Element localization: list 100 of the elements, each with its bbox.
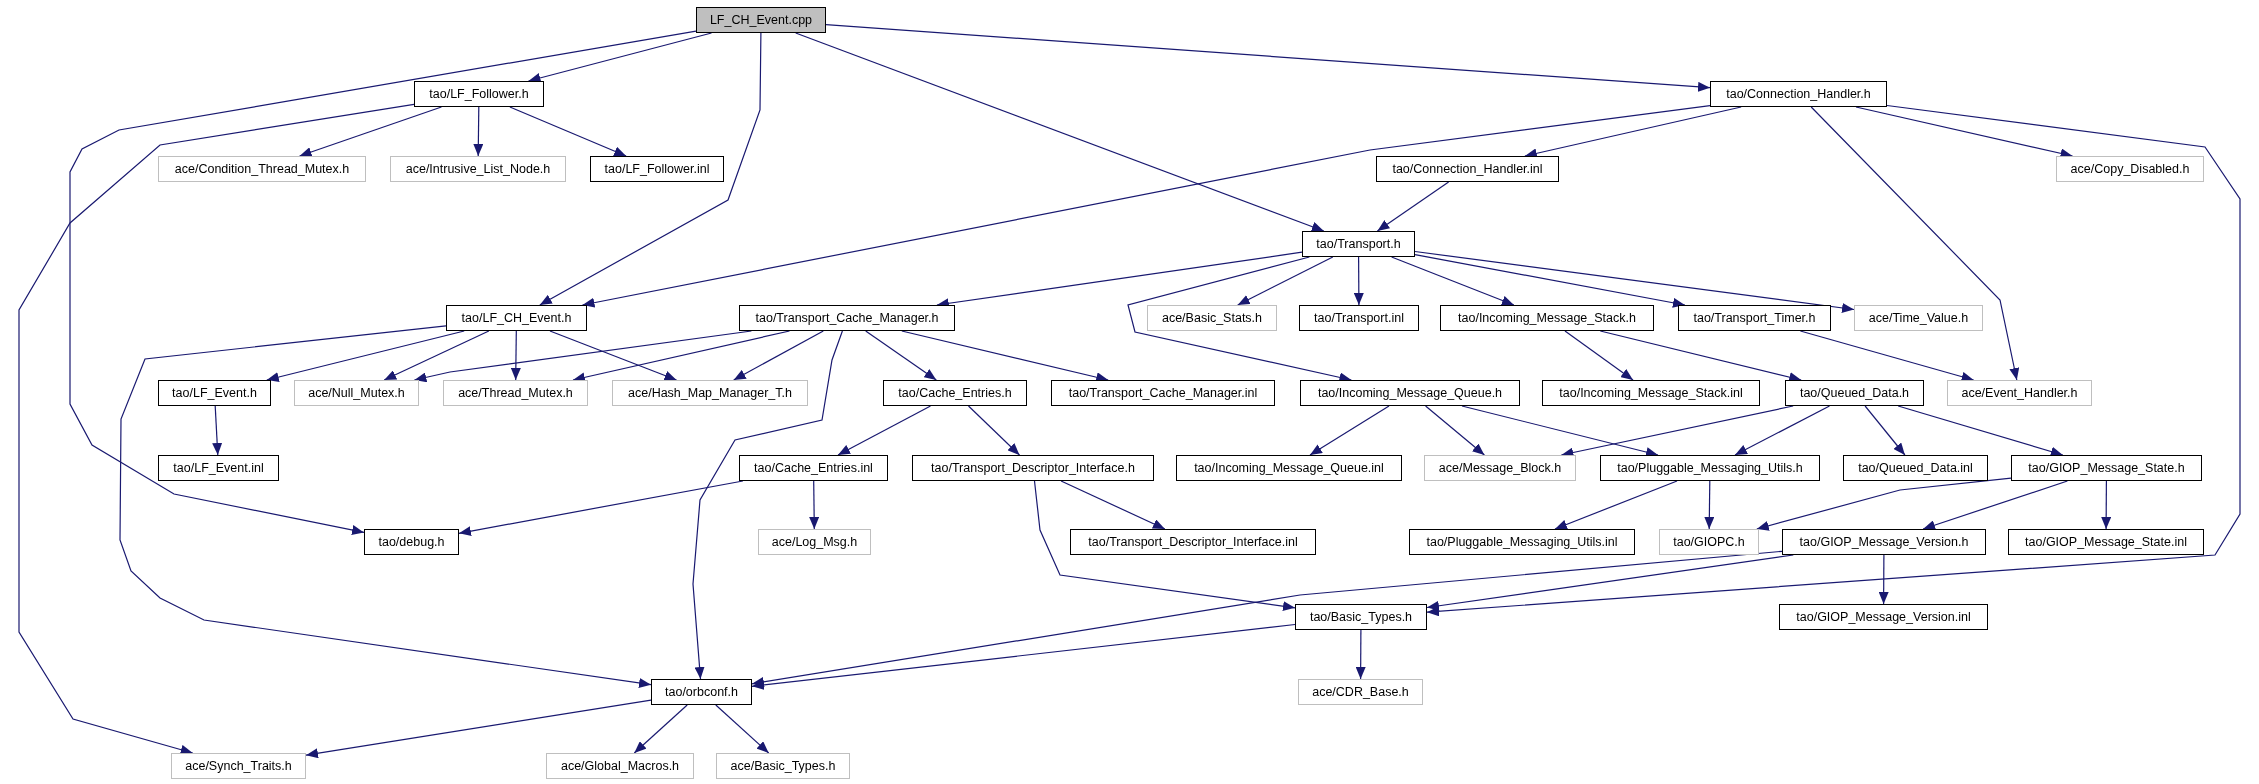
arrow [837,405,932,456]
file-box: tao/Transport.h [1302,231,1415,257]
file-box: ace/Synch_Traits.h [171,753,306,779]
file-box: ace/Condition_Thread_Mutex.h [158,156,366,182]
arrow [2101,480,2112,530]
file-box: tao/Incoming_Message_Stack.h [1440,305,1654,331]
arrow [1564,330,1634,381]
file-box: tao/Cache_Entries.h [883,380,1027,406]
file-box: tao/Pluggable_Messaging_Utils.h [1600,455,1820,481]
arrow [733,330,824,381]
file-box: tao/Pluggable_Messaging_Utils.inl [1409,529,1635,555]
arrow [865,330,937,381]
arrow [510,330,521,381]
file-box: tao/debug.h [364,529,459,555]
file-box: tao/Transport.inl [1299,305,1419,331]
arrow [299,106,442,157]
arrow [69,30,697,535]
arrow [1756,477,2012,531]
arrow [1309,405,1390,456]
file-box: tao/GIOP_Message_State.inl [2008,529,2204,555]
arrow [1425,405,1485,456]
arrow [509,106,627,157]
arrow [1897,405,2064,457]
arrow [715,704,770,754]
arrow [18,103,415,755]
file-box: tao/Transport_Cache_Manager.h [739,305,955,331]
file-box: tao/Basic_Types.h [1295,604,1427,630]
file-box: tao/LF_Follower.h [414,81,544,107]
file-box: tao/LF_Event.inl [158,455,279,481]
arrow [1554,480,1678,530]
arrow [1355,629,1366,680]
file-box: ace/Event_Handler.h [1947,380,2092,406]
arrow [473,106,484,157]
file-box: ace/Null_Mutex.h [294,380,419,406]
arrow [1426,104,2241,617]
file-box: tao/Connection_Handler.inl [1376,156,1559,182]
arrow [1704,480,1715,530]
file-box: tao/Connection_Handler.h [1710,81,1887,107]
file-box: tao/GIOP_Message_Version.inl [1779,604,1988,630]
arrow [1237,256,1334,306]
arrow [1376,181,1450,232]
arrow [633,704,688,754]
file-box: tao/GIOPC.h [1659,529,1759,555]
arrow [1810,106,2020,381]
file-box: tao/Incoming_Message_Stack.inl [1542,380,1760,406]
file-box: tao/GIOP_Message_State.h [2011,455,2202,481]
file-box: ace/Thread_Mutex.h [443,380,588,406]
file-box: tao/Transport_Cache_Manager.inl [1051,380,1275,406]
arrow [1414,250,1855,313]
arrow [383,330,490,381]
arrow [539,32,762,306]
arrow [1060,480,1166,530]
arrow [119,325,652,688]
file-box: tao/orbconf.h [651,679,752,705]
arrow [795,32,1325,232]
file-box: tao/LF_Follower.inl [590,156,724,182]
file-box: ace/Time_Value.h [1854,305,1983,331]
arrow [212,405,223,456]
file-box: tao/Queued_Data.h [1785,380,1924,406]
arrow [305,699,652,759]
file-box: tao/GIOP_Message_Version.h [1782,529,1986,555]
file-box: ace/Hash_Map_Manager_T.h [612,380,808,406]
arrow [825,24,1711,92]
arrow [1922,480,2068,530]
file-box: ace/Copy_Disabled.h [2056,156,2204,182]
arrow [266,330,465,382]
file-box: ace/Basic_Types.h [716,753,850,779]
arrow [1391,256,1515,306]
file-box: ace/Message_Block.h [1424,455,1576,481]
arrow [809,480,820,530]
file-box: tao/Incoming_Message_Queue.inl [1176,455,1402,481]
arrow [1599,330,1802,382]
file-box: ace/Log_Msg.h [758,529,871,555]
file-box: tao/Queued_Data.inl [1843,455,1988,481]
arrow [581,105,1711,308]
file-box: tao/Incoming_Message_Queue.h [1300,380,1520,406]
arrow [751,550,1783,687]
file-box: tao/Cache_Entries.inl [739,455,888,481]
arrow [1878,554,1889,605]
file-box: tao/Transport_Descriptor_Interface.inl [1070,529,1316,555]
arrow [751,623,1296,690]
arrow [967,405,1021,456]
file-box: ace/CDR_Base.h [1298,679,1423,705]
file-box: ace/Intrusive_List_Node.h [390,156,566,182]
arrow [1461,405,1659,457]
file-box: tao/Transport_Timer.h [1678,305,1831,331]
arrow [1734,405,1831,456]
arrow [1414,254,1686,308]
file-box: ace/Global_Macros.h [546,753,694,779]
file-box: tao/Transport_Descriptor_Interface.h [912,455,1154,481]
file-box: ace/Basic_Stats.h [1147,305,1277,331]
arrow [1799,330,1975,382]
file-box: tao/LF_Event.h [158,380,271,406]
arrow [549,330,678,381]
arrow [527,32,713,83]
arrow [1864,405,1906,456]
arrow [1033,480,1296,612]
arrow [692,330,843,680]
file-box: LF_CH_Event.cpp [696,7,826,33]
file-box: tao/LF_CH_Event.h [446,305,587,331]
